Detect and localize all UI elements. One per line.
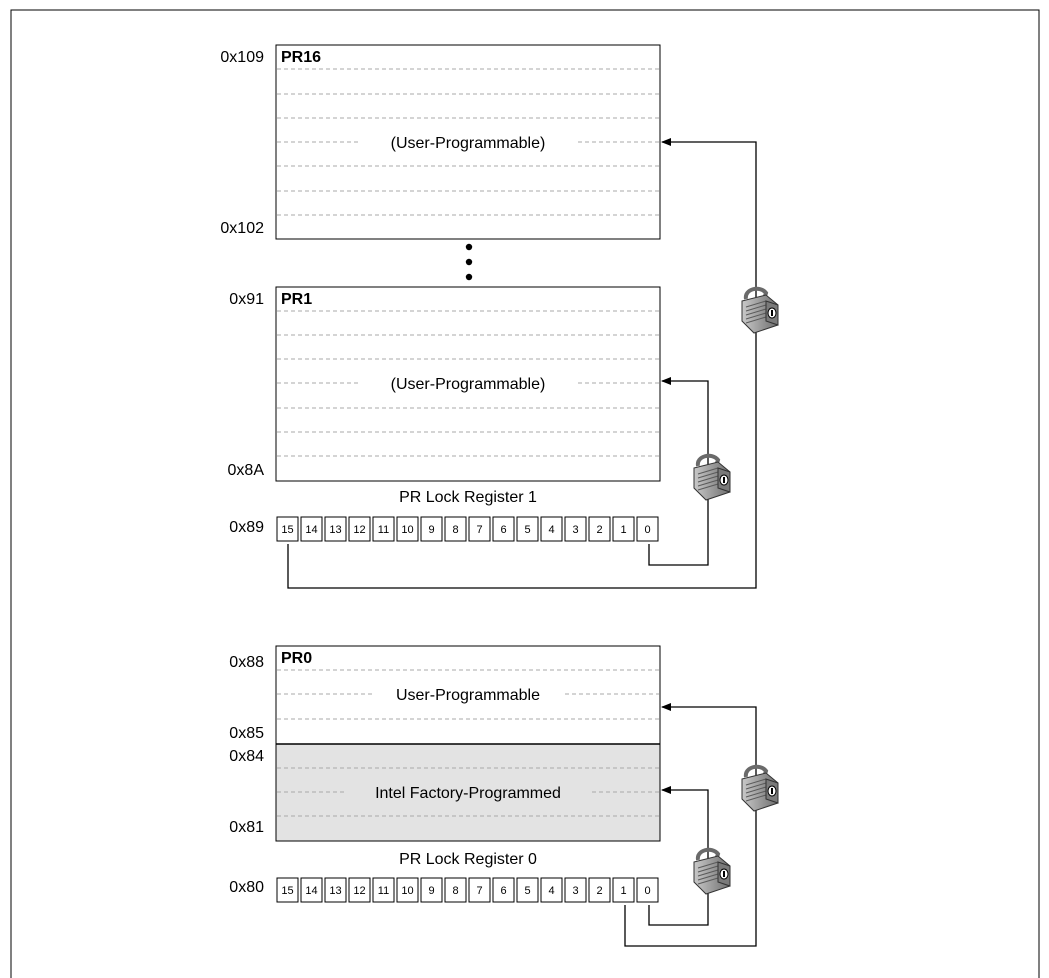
lock-register-1-address: 0x89 bbox=[229, 519, 264, 536]
lock-bit-label: 8 bbox=[452, 885, 458, 897]
lock-bit-label: 15 bbox=[281, 885, 293, 897]
lock-bit-label: 7 bbox=[476, 885, 482, 897]
lock-bit-8: 8 bbox=[444, 877, 467, 903]
lock-register-0-address: 0x80 bbox=[229, 879, 264, 896]
lock-bit-label: 5 bbox=[524, 885, 530, 897]
lock-bit-14: 14 bbox=[300, 516, 323, 542]
lock-bit-label: 2 bbox=[596, 524, 602, 536]
lock-bit-2: 2 bbox=[588, 516, 611, 542]
lock-bit-11: 11 bbox=[372, 516, 395, 542]
lock-bit-7: 7 bbox=[468, 516, 491, 542]
connector-lr1-bit15-to-pr16 bbox=[287, 138, 757, 589]
pr0-user-address-bottom: 0x85 bbox=[229, 725, 264, 742]
lock-bit-label: 3 bbox=[572, 885, 578, 897]
lock-bit-label: 9 bbox=[428, 524, 434, 536]
lock-bit-label: 13 bbox=[329, 524, 341, 536]
lock-bit-7: 7 bbox=[468, 877, 491, 903]
pr1-register: PR1 (User-Programmable) bbox=[275, 286, 661, 482]
lock-bit-label: 4 bbox=[548, 885, 554, 897]
pr16-register: PR16 (User-Programmable) bbox=[275, 44, 661, 240]
lock-register-0-title: PR Lock Register 0 bbox=[399, 851, 537, 868]
lock-bit-10: 10 bbox=[396, 877, 419, 903]
pr0-title: PR0 bbox=[281, 650, 312, 667]
vertical-ellipsis-icon bbox=[465, 243, 473, 281]
lock-bit-1: 1 bbox=[612, 516, 635, 542]
pr0-address-top: 0x88 bbox=[229, 654, 264, 671]
lock-bit-label: 11 bbox=[378, 524, 389, 536]
lock-bit-label: 7 bbox=[476, 524, 482, 536]
pr0-factory-address-bottom: 0x81 bbox=[229, 819, 264, 836]
lock-bit-5: 5 bbox=[516, 877, 539, 903]
pr16-address-top: 0x109 bbox=[220, 49, 264, 66]
lock-bit-label: 1 bbox=[620, 885, 626, 897]
lock-bit-11: 11 bbox=[372, 877, 395, 903]
lock-bit-label: 8 bbox=[452, 524, 458, 536]
connector-lr0-bit0-to-factory bbox=[648, 786, 709, 926]
lock-bit-10: 10 bbox=[396, 516, 419, 542]
padlock-icon bbox=[692, 453, 732, 502]
lock-bit-label: 13 bbox=[329, 885, 341, 897]
lock-bit-6: 6 bbox=[492, 877, 515, 903]
lock-bit-3: 3 bbox=[564, 516, 587, 542]
lock-bit-4: 4 bbox=[540, 516, 563, 542]
pr1-title: PR1 bbox=[281, 291, 312, 308]
lock-bit-5: 5 bbox=[516, 516, 539, 542]
padlock-icon bbox=[740, 764, 780, 813]
lock-bit-12: 12 bbox=[348, 877, 371, 903]
lock-bit-label: 15 bbox=[281, 524, 293, 536]
lock-bit-label: 5 bbox=[524, 524, 530, 536]
lock-bit-label: 0 bbox=[644, 524, 650, 536]
lock-bit-label: 4 bbox=[548, 524, 554, 536]
pr16-address-bottom: 0x102 bbox=[220, 220, 264, 237]
lock-bit-label: 10 bbox=[401, 524, 413, 536]
lock-bit-13: 13 bbox=[324, 877, 347, 903]
lock-bit-label: 0 bbox=[644, 885, 650, 897]
lock-bit-label: 3 bbox=[572, 524, 578, 536]
lock-bit-9: 9 bbox=[420, 877, 443, 903]
lock-bit-8: 8 bbox=[444, 516, 467, 542]
lock-bit-14: 14 bbox=[300, 877, 323, 903]
lock-bit-13: 13 bbox=[324, 516, 347, 542]
pr16-label: (User-Programmable) bbox=[391, 135, 546, 152]
lock-bit-label: 11 bbox=[378, 885, 389, 897]
padlock-icon bbox=[692, 847, 732, 896]
connector-lr1-bit0-to-pr1 bbox=[648, 377, 709, 566]
pr0-factory-label: Intel Factory-Programmed bbox=[375, 785, 561, 802]
lock-bit-label: 10 bbox=[401, 885, 413, 897]
pr1-address-bottom: 0x8A bbox=[228, 462, 265, 479]
pr0-register: PR0 User-Programmable Intel Factory-Prog… bbox=[275, 645, 661, 842]
pr0-factory-address-top: 0x84 bbox=[229, 748, 264, 765]
lock-bit-9: 9 bbox=[420, 516, 443, 542]
lock-bit-15: 15 bbox=[276, 877, 299, 903]
lock-bit-label: 14 bbox=[305, 524, 317, 536]
connector-lr0-bit1-to-pr0-user bbox=[624, 703, 757, 947]
lock-bit-6: 6 bbox=[492, 516, 515, 542]
lock-bit-label: 6 bbox=[500, 885, 506, 897]
lock-bit-label: 9 bbox=[428, 885, 434, 897]
lock-bit-0: 0 bbox=[636, 516, 659, 542]
lock-bit-1: 1 bbox=[612, 877, 635, 903]
lock-bit-3: 3 bbox=[564, 877, 587, 903]
padlock-icon bbox=[740, 286, 780, 335]
lock-bit-label: 14 bbox=[305, 885, 317, 897]
lock-bit-0: 0 bbox=[636, 877, 659, 903]
lock-bit-4: 4 bbox=[540, 877, 563, 903]
lock-register-1-title: PR Lock Register 1 bbox=[399, 489, 537, 506]
lock-bit-15: 15 bbox=[276, 516, 299, 542]
lock-bit-label: 2 bbox=[596, 885, 602, 897]
lock-bit-label: 1 bbox=[620, 524, 626, 536]
pr0-user-label: User-Programmable bbox=[396, 687, 540, 704]
page-frame bbox=[10, 9, 1040, 978]
lock-bit-12: 12 bbox=[348, 516, 371, 542]
pr16-title: PR16 bbox=[281, 49, 321, 66]
pr1-label: (User-Programmable) bbox=[391, 376, 546, 393]
lock-bit-label: 12 bbox=[353, 524, 365, 536]
pr1-address-top: 0x91 bbox=[229, 291, 264, 308]
lock-bit-label: 12 bbox=[353, 885, 365, 897]
lock-bit-label: 6 bbox=[500, 524, 506, 536]
lock-bit-2: 2 bbox=[588, 877, 611, 903]
